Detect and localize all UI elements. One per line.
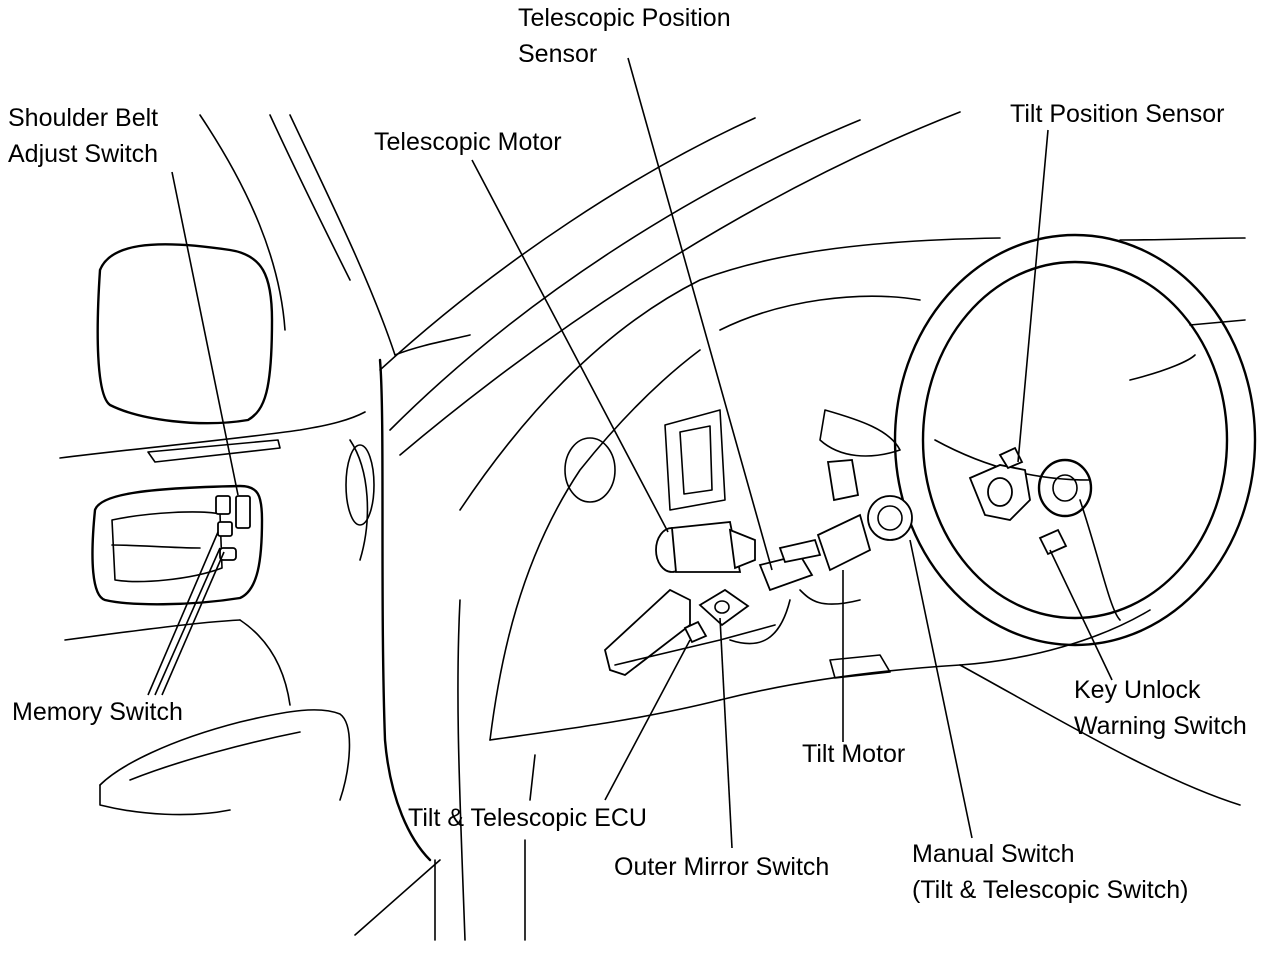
column-switch-assembly	[968, 446, 1068, 556]
label-key-unlock-warning-switch: Key Unlock Warning Switch	[1074, 672, 1247, 744]
label-outer-mirror-switch: Outer Mirror Switch	[614, 853, 830, 881]
label-manual-switch-line2: (Tilt & Telescopic Switch)	[912, 876, 1189, 904]
label-memory-switch: Memory Switch	[12, 698, 183, 726]
label-shoulder-belt-line2: Adjust Switch	[8, 140, 159, 168]
steering-column-parts	[603, 459, 913, 677]
windshield-lines	[199, 111, 961, 456]
label-tilt-position-sensor: Tilt Position Sensor	[1010, 100, 1225, 128]
door-pillar	[345, 358, 466, 941]
label-key-unlock-line2: Warning Switch	[1074, 712, 1247, 740]
label-shoulder-belt-adjust-switch: Shoulder Belt Adjust Switch	[8, 100, 158, 172]
steering-wheel	[893, 233, 1257, 647]
label-telescopic-motor: Telescopic Motor	[374, 128, 562, 156]
dashboard	[459, 237, 1246, 941]
label-shoulder-belt-line1: Shoulder Belt	[8, 104, 159, 132]
label-telescopic-position-sensor-line1: Telescopic Position	[518, 4, 731, 32]
label-manual-switch: Manual Switch (Tilt & Telescopic Switch)	[912, 836, 1188, 908]
label-manual-switch-line1: Manual Switch	[912, 840, 1075, 868]
leader-lines	[147, 57, 1113, 849]
label-key-unlock-line1: Key Unlock	[1074, 676, 1201, 704]
label-tilt-telescopic-ecu: Tilt & Telescopic ECU	[408, 804, 647, 832]
label-telescopic-position-sensor-line2: Sensor	[518, 40, 598, 68]
side-mirror	[96, 243, 274, 425]
door-panel	[59, 411, 366, 816]
label-telescopic-position-sensor: Telescopic Position Sensor	[518, 0, 731, 72]
label-tilt-motor: Tilt Motor	[802, 740, 906, 768]
